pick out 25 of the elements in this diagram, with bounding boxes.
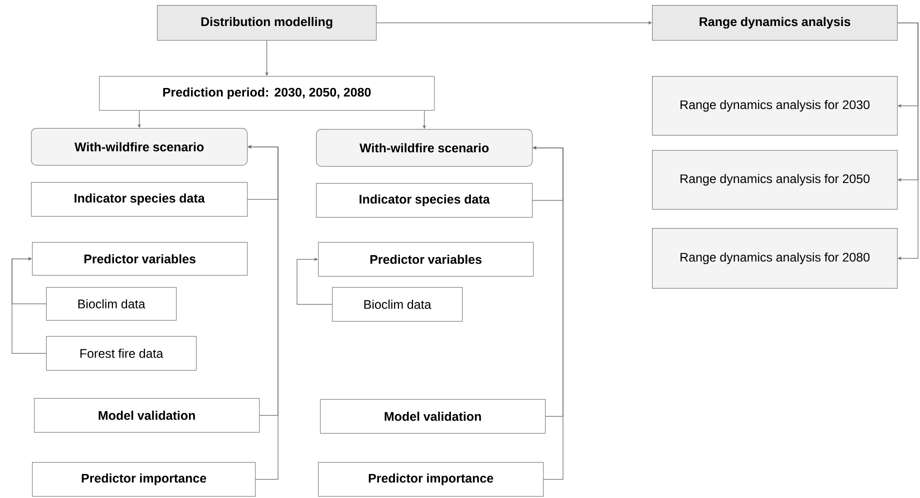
process-box: Predictor importance — [318, 462, 544, 497]
process-box: Model validation — [34, 398, 260, 433]
arrow — [138, 110, 142, 128]
process-box: Predictor importance — [32, 462, 256, 497]
data-box: Forest fire data — [46, 336, 197, 371]
arrow — [897, 22, 918, 260]
arrow — [12, 257, 46, 354]
process-box: Range dynamics analysis — [652, 5, 898, 41]
process-box: Indicator species data — [316, 183, 533, 218]
arrow — [265, 40, 269, 76]
process-box: Indicator species data — [31, 182, 248, 217]
data-box: Bioclim data — [332, 287, 463, 322]
process-box: Predictor variables — [318, 242, 534, 277]
process-box: Range dynamics analysis for 2080 — [652, 228, 898, 289]
process-box: Prediction period: 2030, 2050, 2080 — [99, 76, 435, 111]
arrow — [296, 258, 332, 305]
scenario-box: With-wildfire scenario — [316, 129, 533, 167]
process-box: Range dynamics analysis for 2030 — [652, 76, 898, 136]
data-box: Bioclim data — [46, 287, 177, 321]
process-box: Model validation — [320, 399, 546, 434]
process-box: Predictor variables — [32, 242, 248, 276]
arrow — [422, 110, 426, 129]
scenario-box: With-wildfire scenario — [31, 128, 248, 166]
process-box: Distribution modelling — [157, 5, 377, 41]
process-box: Range dynamics analysis for 2050 — [652, 150, 898, 210]
